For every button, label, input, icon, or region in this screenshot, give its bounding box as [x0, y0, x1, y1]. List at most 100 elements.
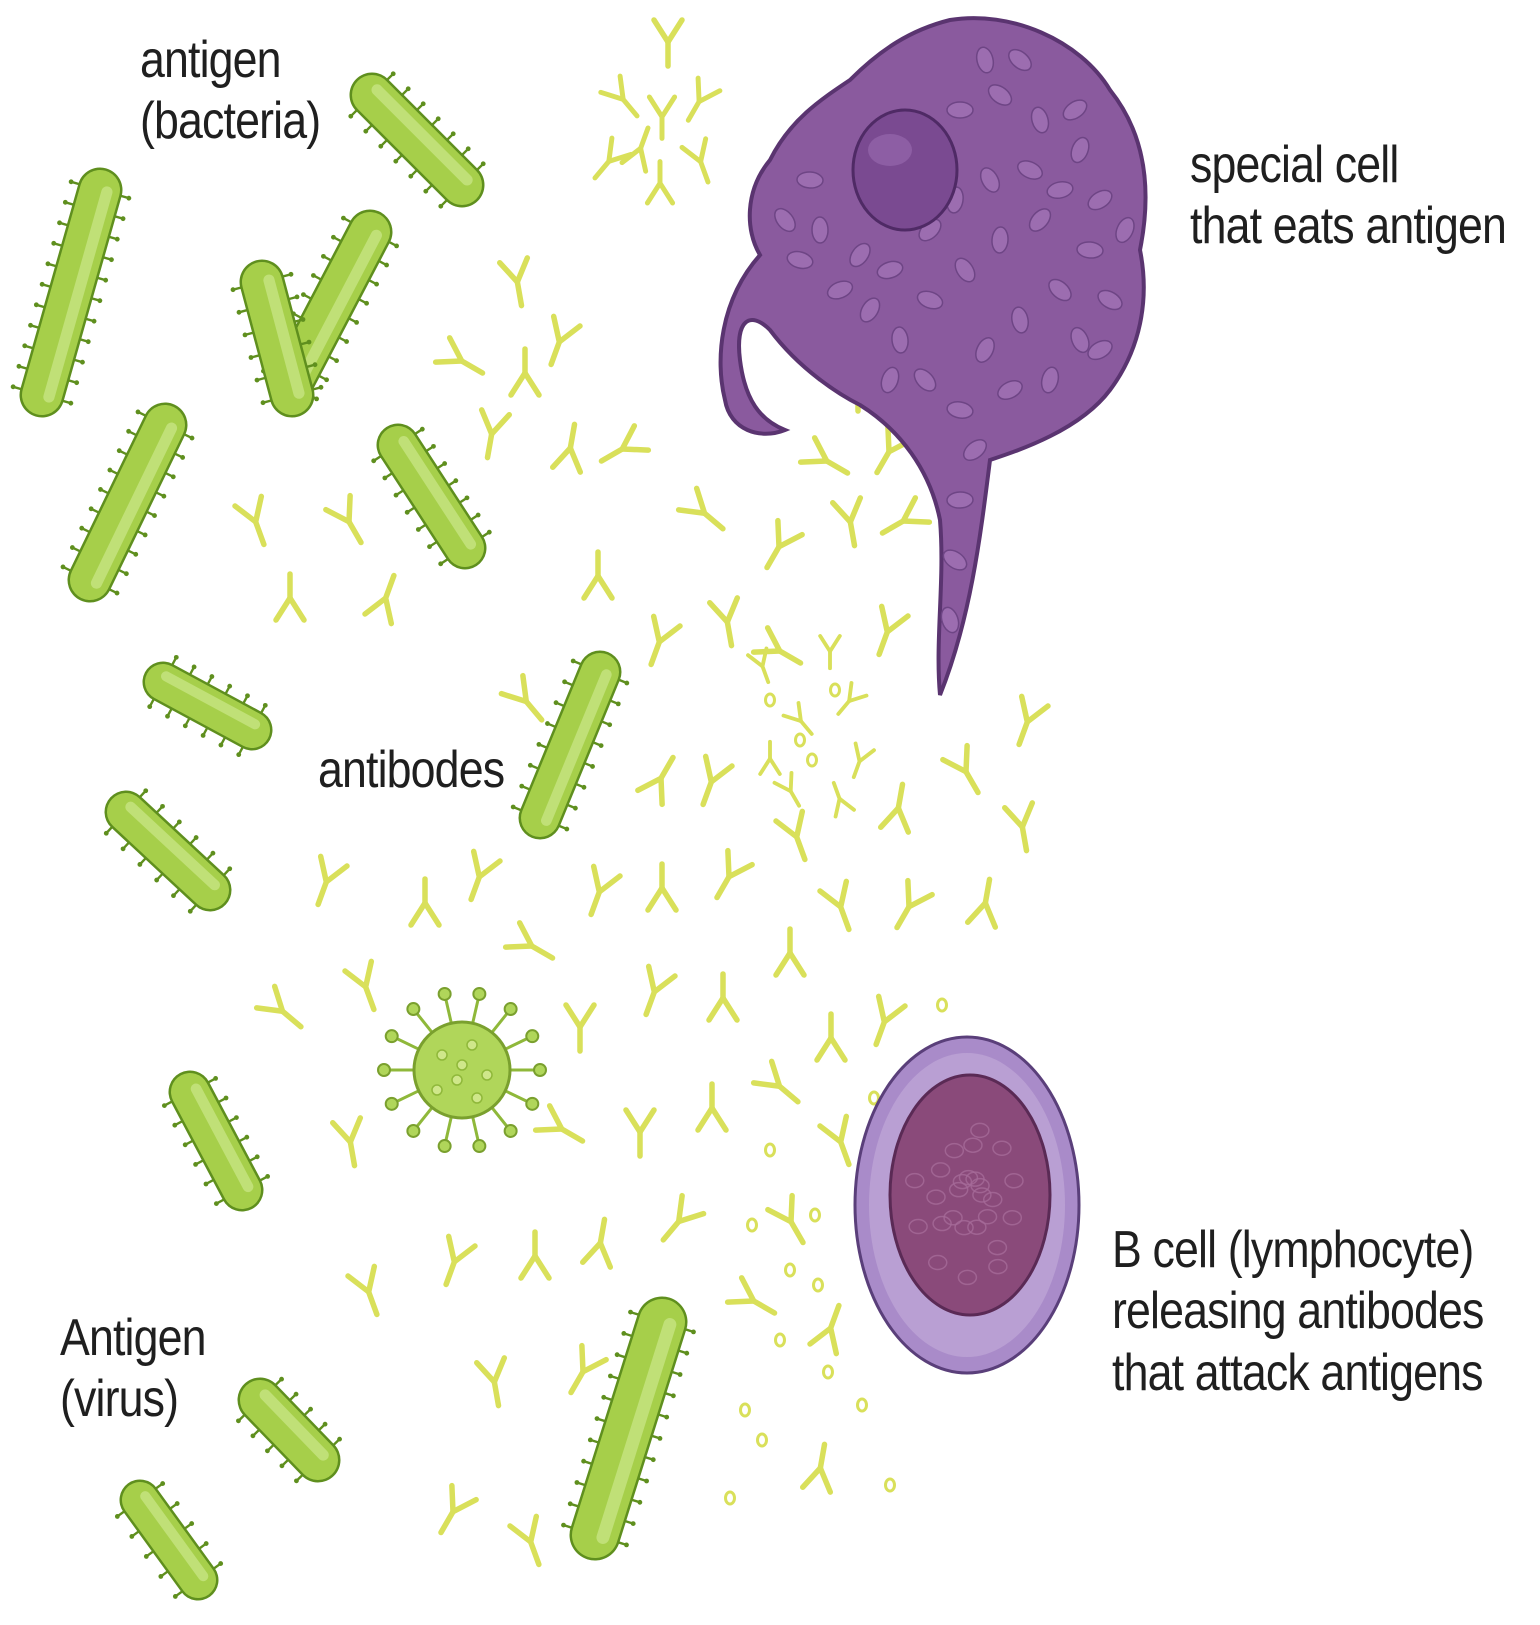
antibody-icon	[333, 1118, 369, 1168]
antibody-icon	[345, 961, 387, 1014]
antibody-icon	[365, 571, 407, 624]
antibody-fragment-icon	[831, 684, 840, 696]
label-antigen-virus: Antigen (virus)	[60, 1308, 206, 1431]
antibody-icon	[820, 636, 840, 668]
antibody-icon	[559, 1346, 606, 1400]
antibody-icon	[511, 349, 539, 395]
antibody-icon	[622, 124, 660, 172]
antibody-icon	[436, 338, 490, 385]
label-line: releasing antibodes	[1112, 1281, 1484, 1342]
bacterium-icon	[236, 1377, 342, 1484]
antibody-fragment-icon	[766, 694, 775, 706]
antibody-fragment-icon	[776, 1334, 785, 1346]
bacterium-icon	[104, 788, 232, 913]
antibody-icon	[429, 1486, 476, 1540]
antibody-fragment-icon	[811, 1209, 820, 1221]
antibody-icon	[500, 258, 536, 308]
antibody-icon	[566, 1005, 594, 1051]
antibody-fragment-icon	[741, 1404, 750, 1416]
antibody-icon	[536, 1106, 590, 1153]
antibody-icon	[831, 683, 867, 720]
antibody-icon	[825, 780, 854, 817]
antibody-icon	[411, 879, 439, 925]
bacterium-icon	[11, 179, 132, 405]
antibody-icon	[760, 742, 780, 774]
macrophage-cell	[721, 18, 1146, 695]
antibody-icon	[817, 1014, 845, 1060]
label-line: that eats antigen	[1190, 196, 1506, 257]
antibody-icon	[653, 1196, 704, 1249]
bacterium-icon	[61, 410, 195, 596]
antibody-fragment-icon	[938, 999, 947, 1011]
antibody-fragment-icon	[748, 1219, 757, 1231]
antibody-icon	[633, 966, 675, 1019]
antibody-icon	[1006, 696, 1048, 749]
antibody-icon	[728, 1278, 782, 1325]
antibody-fragment-icon	[808, 754, 817, 766]
antibody-icon	[845, 743, 874, 780]
antibody-icon	[801, 438, 855, 485]
antibody-icon	[276, 574, 304, 620]
bacterium-icon	[162, 1076, 270, 1206]
antibody-icon	[553, 422, 589, 472]
bacterium-icon	[511, 659, 629, 832]
antibody-icon	[710, 598, 746, 648]
antibody-icon	[690, 756, 732, 809]
antibody-icon	[810, 1301, 852, 1354]
antibody-icon	[776, 929, 804, 975]
antibody-fragment-icon	[726, 1492, 735, 1504]
label-line: (virus)	[60, 1369, 206, 1430]
antibody-icon	[803, 1442, 839, 1492]
label-antibodies: antibodes	[318, 740, 504, 801]
antibody-icon	[682, 139, 720, 187]
antibody-icon	[1005, 803, 1041, 853]
antibody-icon	[601, 76, 647, 124]
label-line: that attack antigens	[1112, 1343, 1484, 1404]
antibody-icon	[755, 521, 802, 575]
antibody-icon	[501, 676, 552, 729]
antibody-icon	[863, 996, 905, 1049]
bacterium-icon	[115, 1481, 223, 1599]
label-line: (bacteria)	[140, 91, 320, 152]
antibody-fragment-icon	[766, 1144, 775, 1156]
antibody-fragment-icon	[824, 1366, 833, 1378]
b-cell	[855, 1037, 1079, 1373]
antibody-icon	[754, 1061, 807, 1112]
antibody-icon	[257, 986, 310, 1037]
antibody-icon	[638, 750, 685, 804]
antibody-icon	[477, 1358, 513, 1408]
antibody-icon	[648, 864, 676, 910]
antibody-icon	[538, 316, 580, 369]
antibody-icon	[968, 877, 1004, 927]
bacterium-icon	[147, 655, 267, 757]
antibody-icon	[820, 1116, 862, 1169]
antibody-icon	[578, 866, 620, 919]
antibody-icon	[709, 974, 737, 1020]
antibody-fragment-icon	[814, 1279, 823, 1291]
label-line: antibodes	[318, 740, 504, 801]
antibody-icon	[584, 552, 612, 598]
lymphocyte-icon	[855, 1037, 1079, 1373]
antibody-icon	[626, 1110, 654, 1156]
antibody-icon	[474, 410, 510, 460]
antibody-fragment-icon	[786, 1264, 795, 1276]
label-line: B cell (lymphocyte)	[1112, 1220, 1484, 1281]
antibody-icon	[433, 1236, 475, 1289]
antibody-icon	[638, 616, 680, 669]
antibody-icon	[679, 488, 732, 539]
antibody-icon	[305, 856, 347, 909]
antibody-icon	[866, 606, 908, 659]
bacterium-icon	[371, 427, 491, 566]
antibody-icon	[705, 851, 752, 905]
antibody-fragment-icon	[858, 1399, 867, 1411]
antibody-icon	[647, 162, 672, 203]
label-special-cell: special cell that eats antigen	[1190, 135, 1506, 258]
label-antigen-bacteria: antigen (bacteria)	[140, 30, 320, 153]
antibody-icon	[776, 811, 818, 864]
antibody-icon	[649, 97, 674, 138]
label-line: antigen	[140, 30, 320, 91]
antibody-icon	[698, 1084, 726, 1130]
virus	[378, 988, 546, 1152]
bacterium-icon	[348, 71, 485, 208]
antibody-icon	[833, 498, 869, 548]
